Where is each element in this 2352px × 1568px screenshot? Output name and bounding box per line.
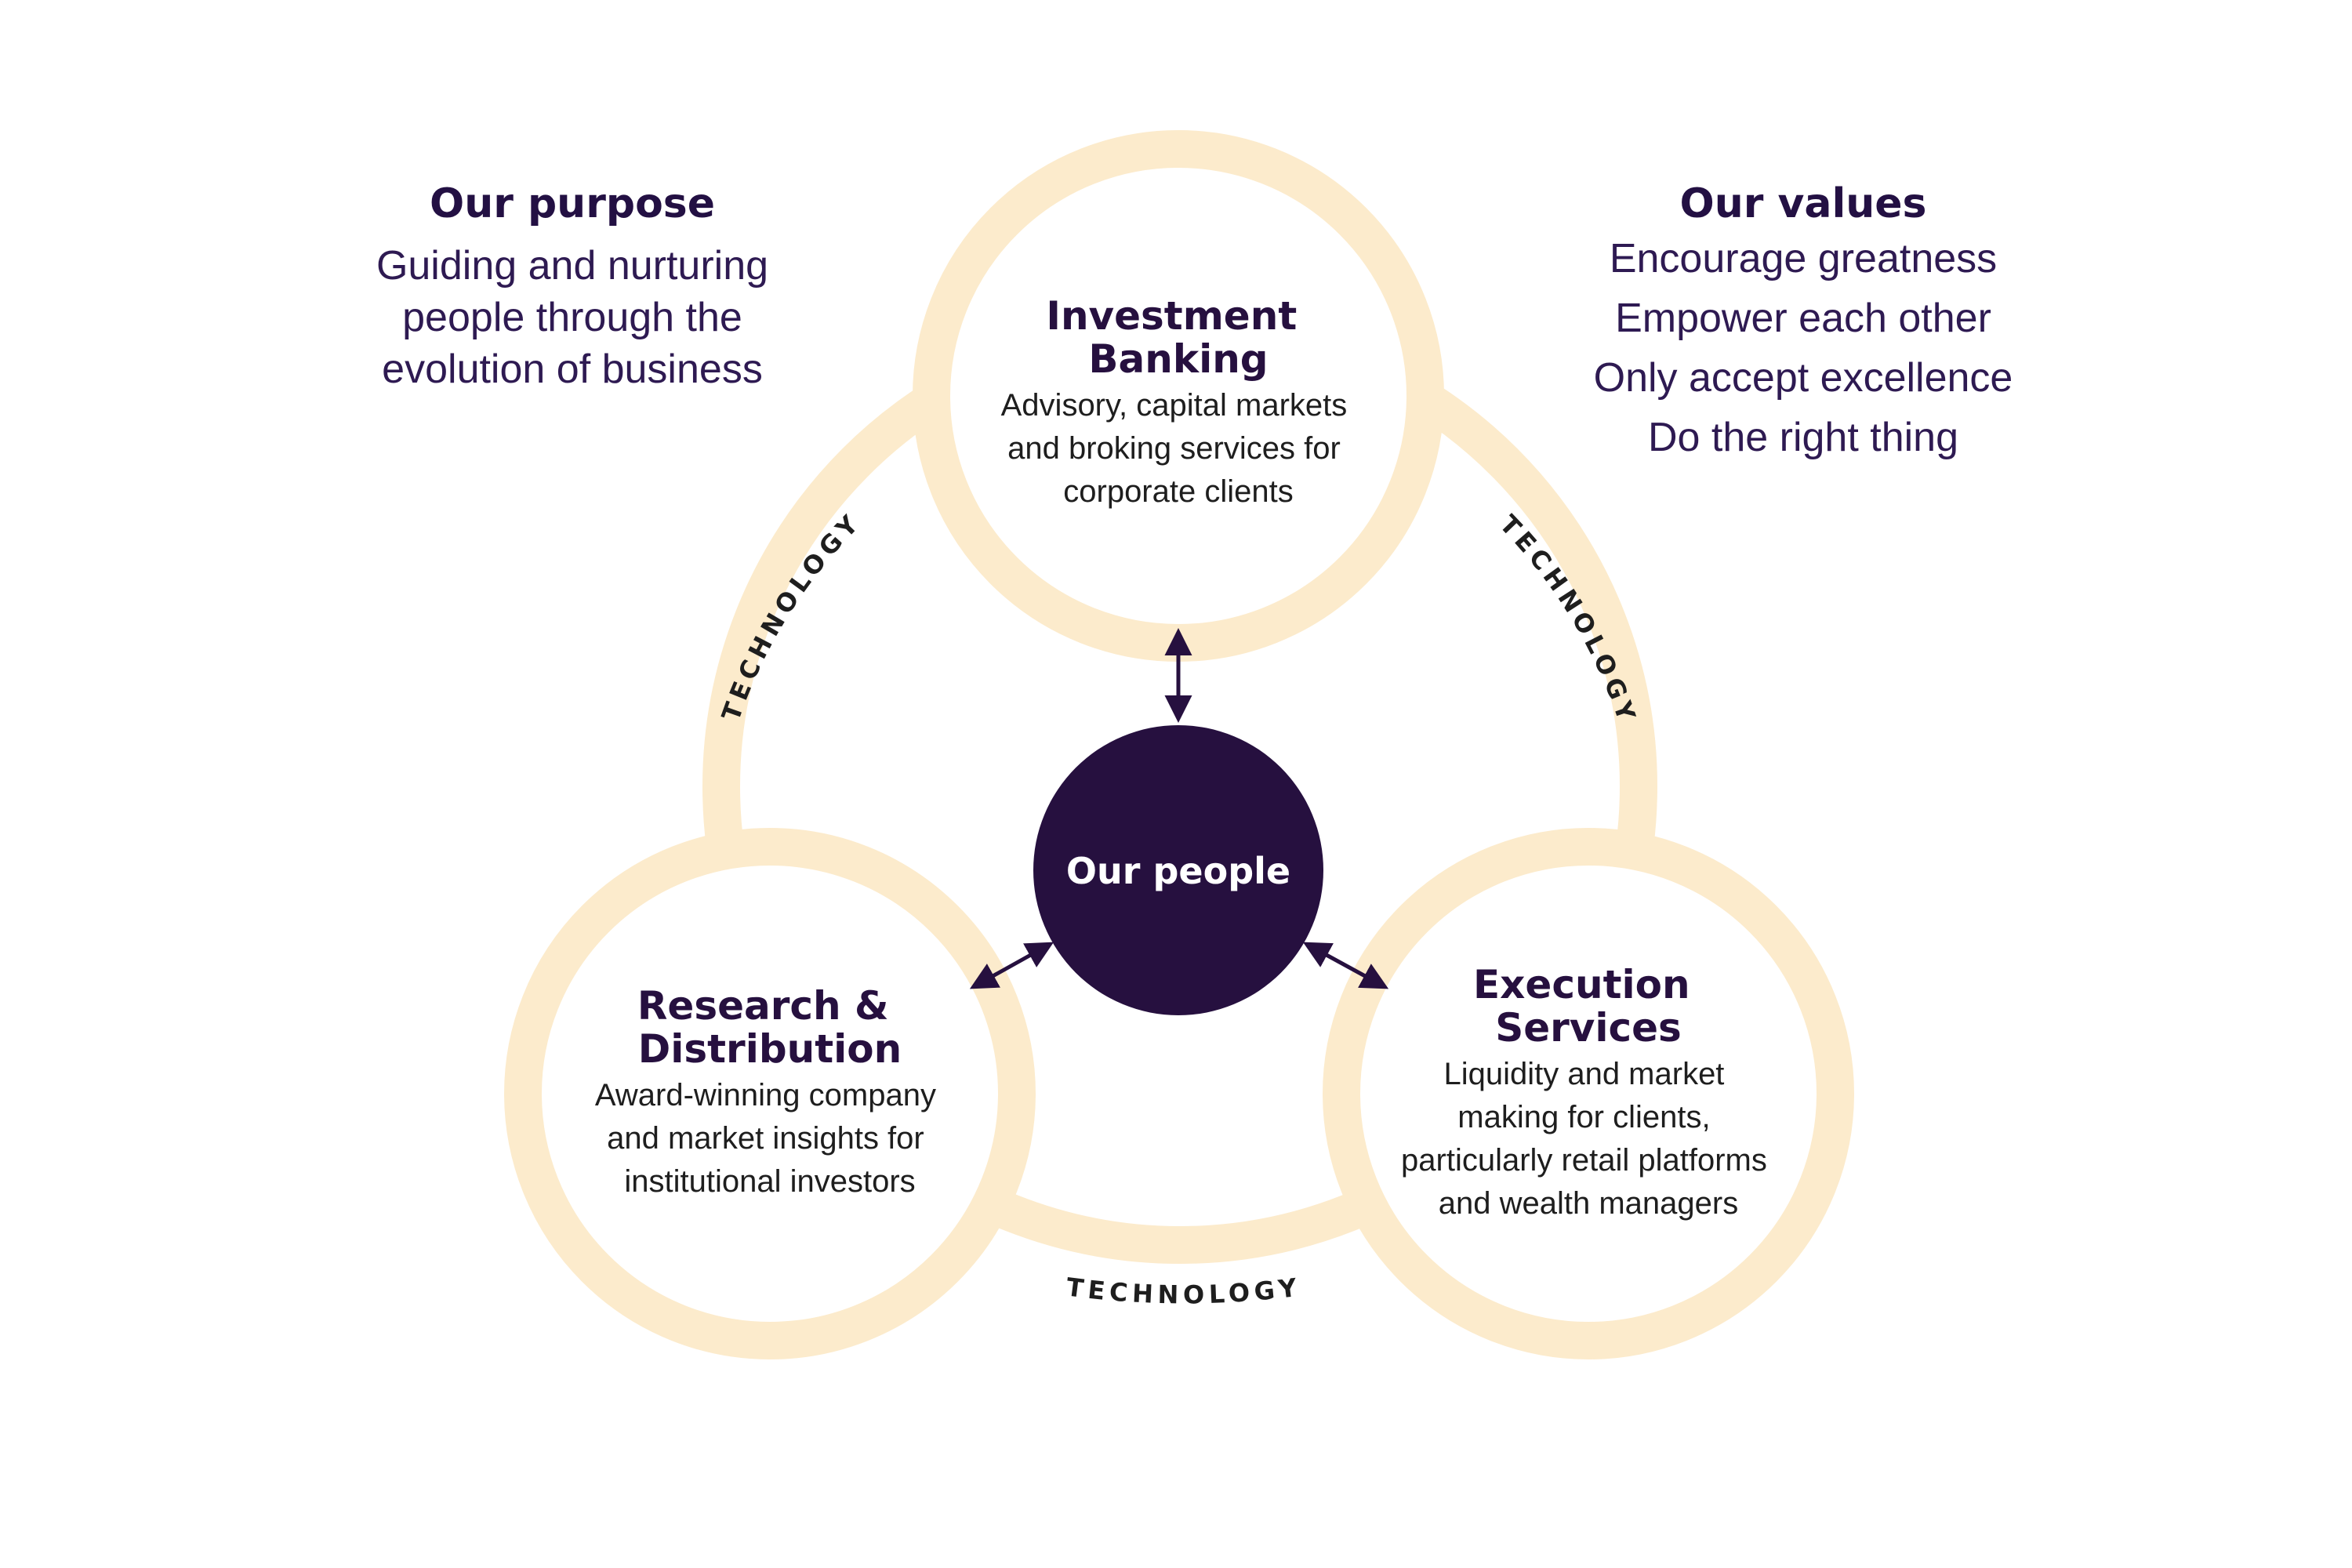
- investment-banking-title: Investment Banking: [1046, 293, 1310, 382]
- values-block: Our values Encourage greatness Empower e…: [1544, 180, 2062, 467]
- research-distribution-description: Award-winning company and market insight…: [595, 1078, 945, 1199]
- research-distribution-node: Research & Distribution Award-winning co…: [595, 983, 945, 1199]
- technology-label-bottom: TECHNOLOGY: [1065, 1272, 1303, 1309]
- values-list: Encourage greatness Empower each other O…: [1544, 229, 2062, 467]
- research-distribution-title: Research & Distribution: [637, 983, 902, 1072]
- value-item: Do the right thing: [1647, 415, 1959, 460]
- purpose-text: Guiding and nurturing people through the…: [337, 240, 808, 395]
- value-item: Encourage greatness: [1609, 236, 1998, 281]
- research-distribution-ring: [504, 828, 1036, 1359]
- values-title: Our values: [1679, 180, 1927, 227]
- investment-banking-node: Investment Banking Advisory, capital mar…: [1001, 293, 1356, 509]
- our-people-label: Our people: [1066, 850, 1290, 892]
- investment-banking-description: Advisory, capital markets and broking se…: [1001, 388, 1356, 509]
- value-item: Only accept excellence: [1593, 355, 2013, 401]
- purpose-line: Guiding and nurturing: [376, 243, 769, 289]
- execution-services-ring: [1323, 828, 1854, 1359]
- purpose-line: people through the: [402, 295, 742, 340]
- execution-services-title: Execution Services: [1473, 962, 1704, 1051]
- purpose-block: Our purpose Guiding and nurturing people…: [337, 180, 808, 395]
- purpose-line: evolution of business: [382, 347, 763, 392]
- execution-services-description: Liquidity and market making for clients,…: [1401, 1057, 1776, 1221]
- purpose-title: Our purpose: [429, 180, 716, 227]
- arrow-execution: [1302, 942, 1389, 989]
- execution-services-node: Execution Services Liquidity and market …: [1401, 962, 1776, 1221]
- value-item: Empower each other: [1615, 296, 1991, 341]
- our-people-circle: [1033, 725, 1323, 1015]
- arrow-research: [969, 942, 1054, 989]
